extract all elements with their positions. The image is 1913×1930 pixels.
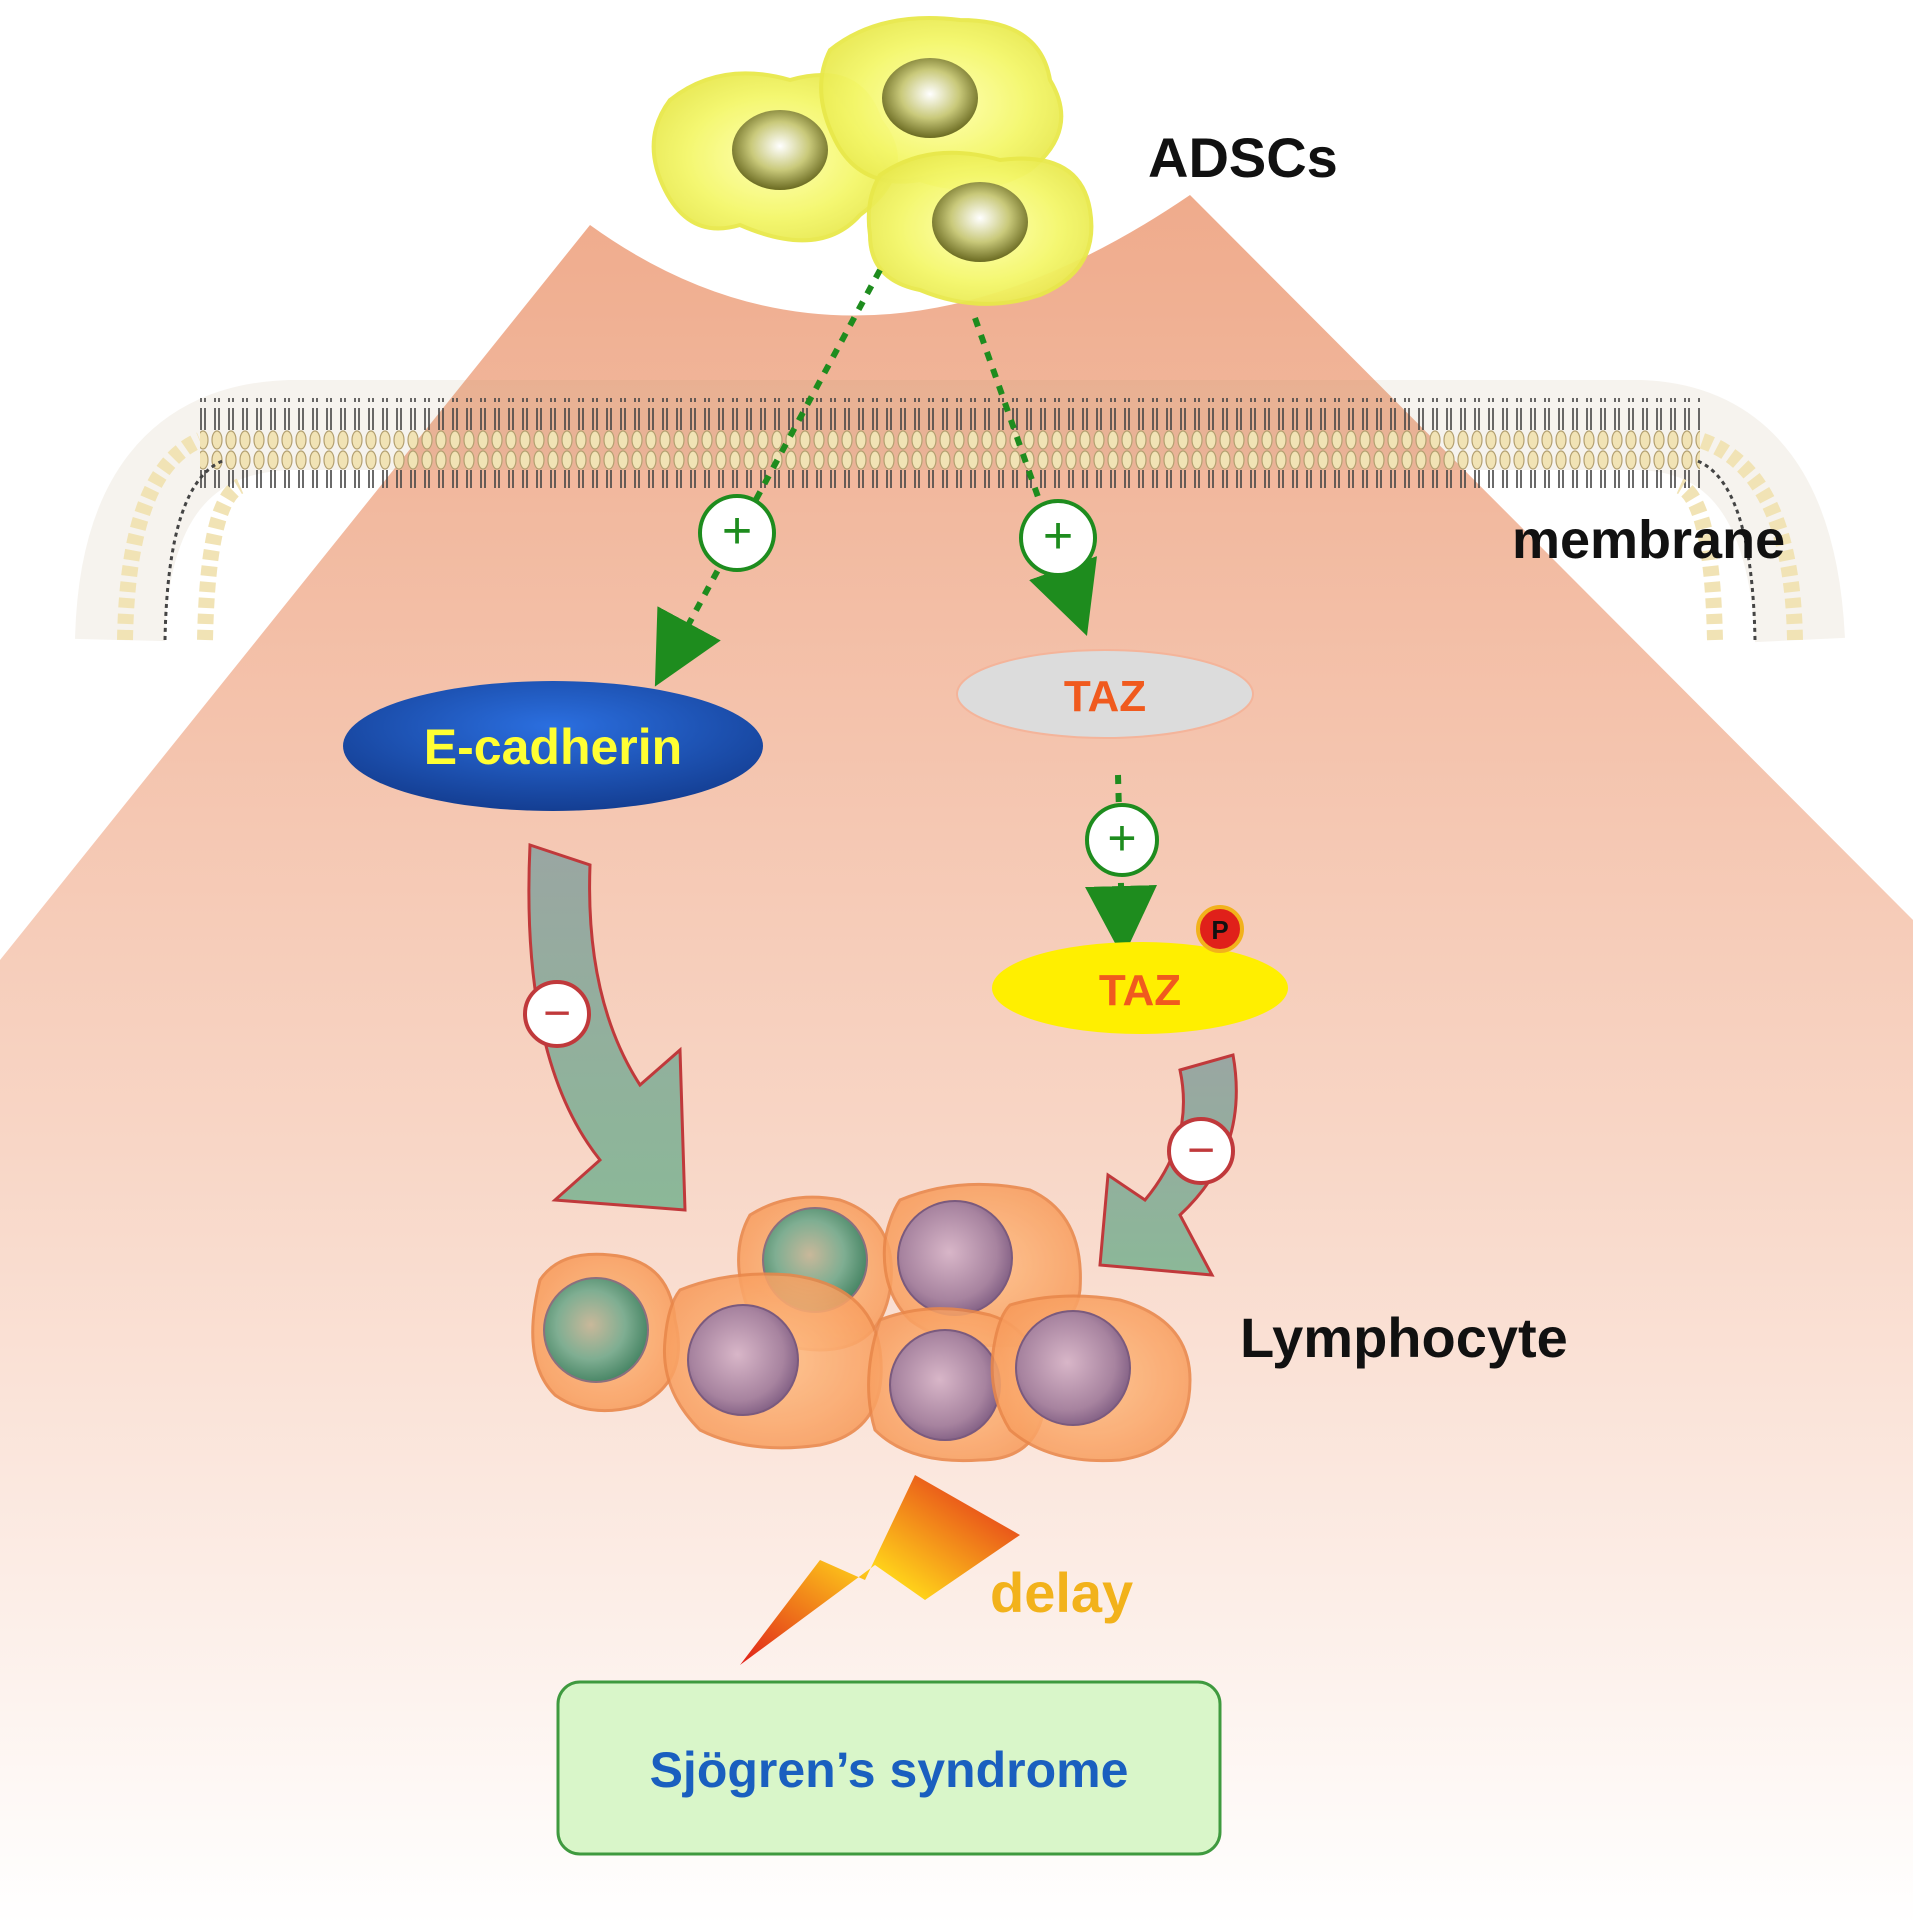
disease-label: Sjögren’s syndrome <box>650 1742 1129 1798</box>
phosphate-label: P <box>1211 915 1228 945</box>
phosphate-badge <box>1196 905 1244 953</box>
inhibit-arrow-taz-to-lymphocyte <box>1098 1053 1238 1277</box>
adsc-nucleus-3 <box>932 182 1028 262</box>
lightning-bolt-icon <box>740 1475 1020 1665</box>
ecadherin-node: E-cadherin <box>343 681 763 811</box>
promote-sign-taz: + <box>1019 499 1097 577</box>
membrane-bilayer <box>75 380 1845 643</box>
delay-label: delay <box>990 1561 1133 1624</box>
membrane-label: membrane <box>1512 510 1785 570</box>
promote-arrow-adscs-to-taz <box>972 317 1097 636</box>
promote-sign-taz-phospho: + <box>1085 803 1159 877</box>
phospho-taz-label: TAZ <box>1099 966 1181 1015</box>
lymphocyte-label: Lymphocyte <box>1240 1306 1568 1369</box>
inhibit-sign-taz: − <box>1167 1117 1235 1185</box>
svg-text:−: − <box>1187 1124 1215 1177</box>
adscs-cell-cluster <box>651 16 1094 306</box>
ecadherin-label: E-cadherin <box>424 719 682 775</box>
lymphocyte-cell-1 <box>531 1252 680 1413</box>
svg-text:−: − <box>543 987 571 1040</box>
disease-box: Sjögren’s syndrome <box>556 1680 1222 1856</box>
lymphocyte-cluster <box>531 1182 1192 1463</box>
phospho-taz-node: TAZ P <box>992 905 1288 1034</box>
inhibit-arrow-ecadherin-to-lymphocyte <box>527 842 687 1212</box>
svg-text:+: + <box>1043 507 1073 565</box>
lymphocyte-cell-3 <box>662 1272 883 1450</box>
cell-interior-background <box>0 195 1913 1925</box>
adsc-nucleus-2 <box>882 58 978 138</box>
promote-sign-ecadherin: + <box>698 494 776 572</box>
adscs-label: ADSCs <box>1148 126 1338 189</box>
taz-label: TAZ <box>1064 672 1146 721</box>
svg-text:+: + <box>722 502 752 560</box>
lymphocyte-cell-6 <box>990 1294 1192 1463</box>
taz-node: TAZ <box>956 649 1254 739</box>
promote-arrow-adscs-to-ecadherin <box>654 268 883 687</box>
adsc-nucleus-1 <box>732 110 828 190</box>
inhibit-sign-ecadherin: − <box>523 980 591 1048</box>
svg-text:+: + <box>1107 810 1136 866</box>
